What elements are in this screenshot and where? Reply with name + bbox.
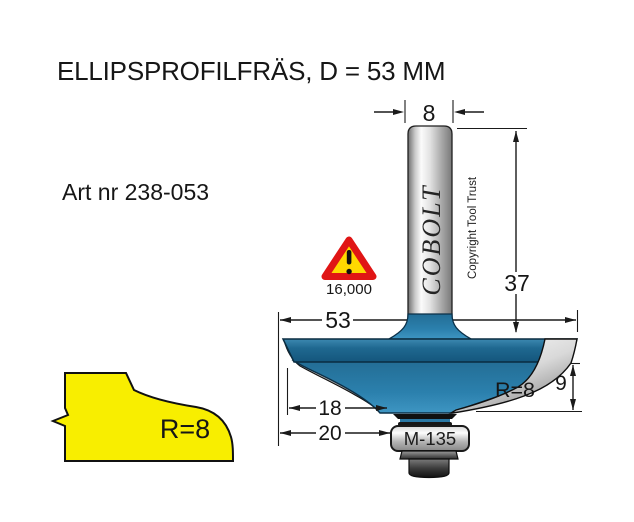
cutter-head [281, 313, 579, 414]
brand-label: COBOLT [417, 184, 446, 295]
washer-spacer [400, 419, 450, 423]
page-title: ELLIPSPROFILFRÄS, D = 53 MM [57, 56, 445, 86]
cutter-radius-label: R=8 [495, 378, 535, 402]
dim-9-label: 9 [555, 372, 567, 395]
dim-37: 37 [457, 127, 530, 333]
max-rpm-warning: 16,000 [321, 236, 377, 298]
dim-37-label: 37 [504, 270, 530, 296]
copyright-label: Copyright Tool Trust [467, 176, 479, 279]
exclamation-dot-icon [346, 268, 352, 275]
profile-cross-section: R=8 [50, 372, 235, 462]
dim-20-label: 20 [318, 422, 341, 445]
cutter-collar [386, 313, 474, 340]
shank: COBOLT [407, 125, 453, 321]
dim-8-label: 8 [423, 100, 436, 126]
art-number: Art nr 238-053 [62, 179, 209, 205]
nut-flange [399, 450, 459, 460]
cutter-top-band [281, 338, 579, 363]
bearing-assembly: M-135 [390, 414, 470, 479]
dim-8: 8 [374, 100, 484, 126]
profile-shape [50, 372, 235, 462]
dim-9: 9 [476, 362, 582, 413]
bearing-label: M-135 [404, 428, 456, 449]
washer-top [393, 414, 457, 419]
rpm-label: 16,000 [326, 281, 372, 298]
exclamation-mark-icon [346, 250, 352, 265]
dim-18-label: 18 [318, 397, 341, 420]
dim-20: 20 [280, 422, 390, 445]
profile-radius-label: R=8 [160, 414, 210, 444]
shank-body [407, 125, 453, 321]
right-blade-edge [448, 338, 578, 414]
dim-53-label: 53 [325, 307, 351, 333]
nut [408, 458, 450, 479]
dim-18: 18 [286, 368, 387, 420]
